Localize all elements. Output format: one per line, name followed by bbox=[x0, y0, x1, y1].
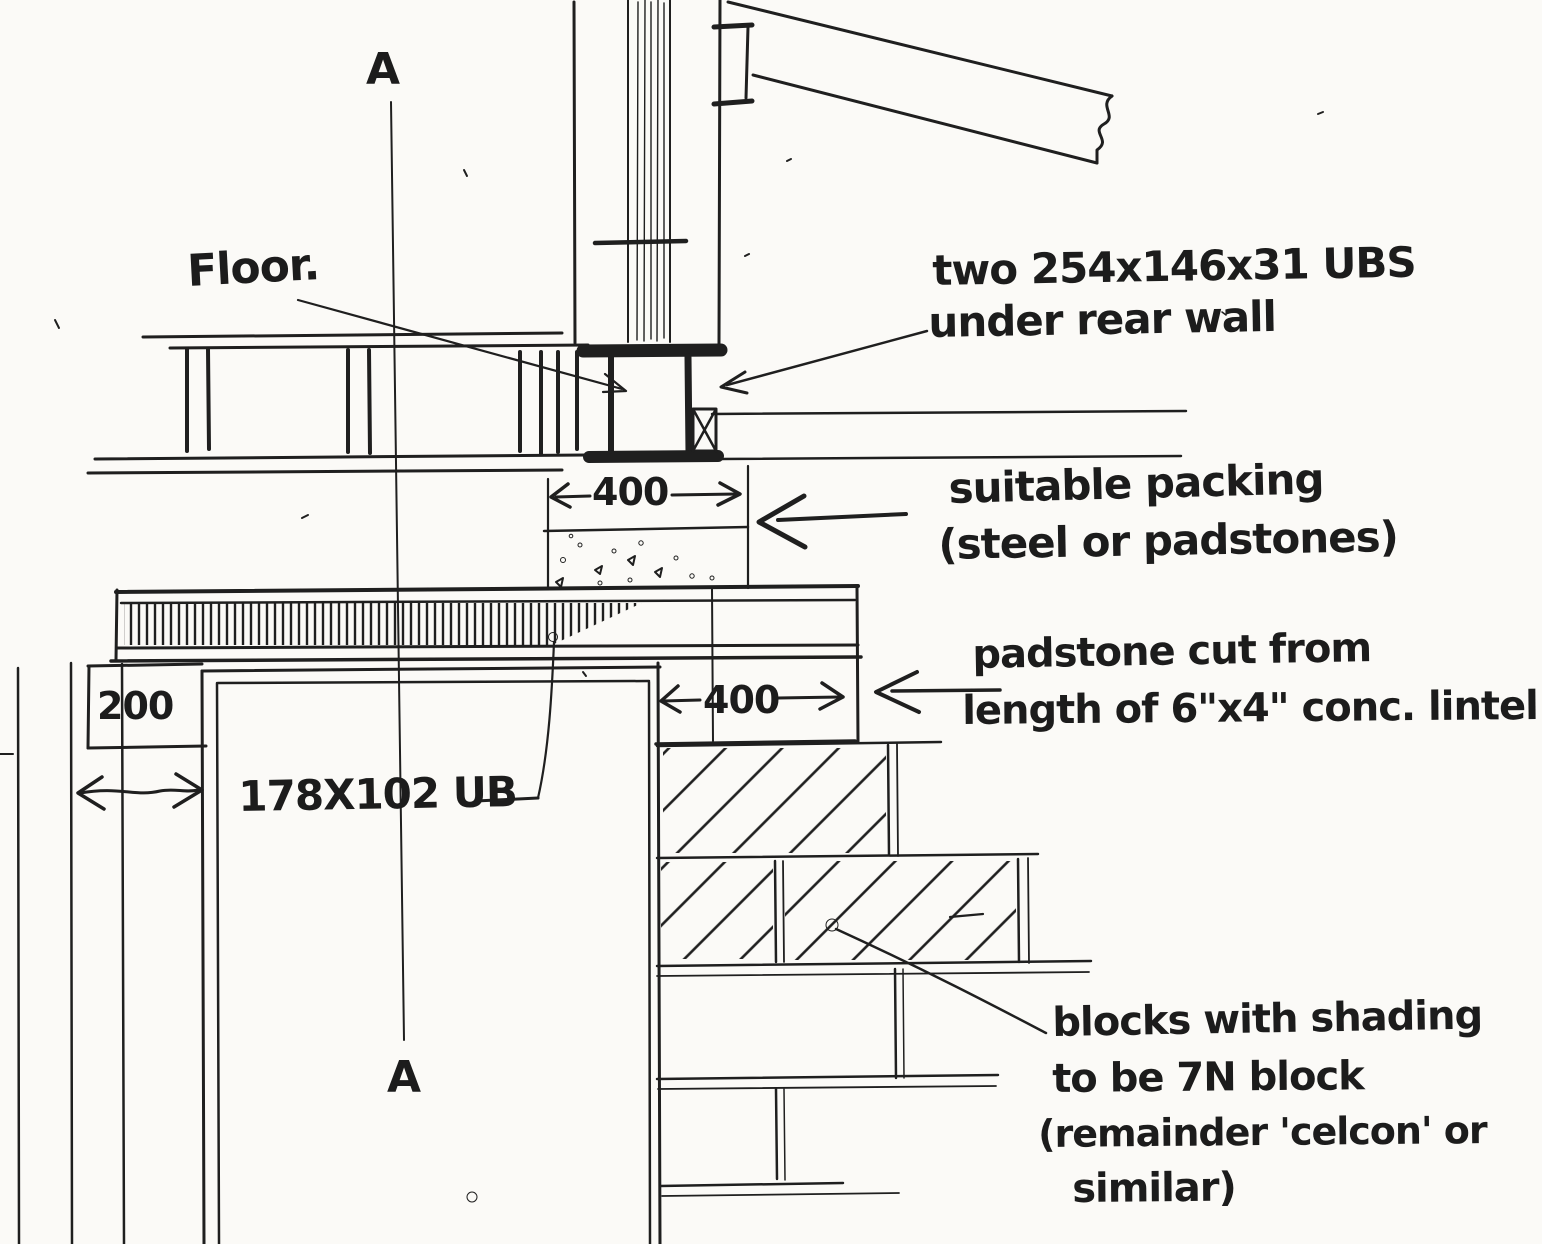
leader-ubs-note bbox=[719, 329, 929, 395]
arrowhead-icon bbox=[756, 493, 808, 550]
paper-specks bbox=[54, 111, 1324, 677]
section-marker-bottom: A bbox=[387, 1052, 421, 1103]
arrow-right-icon bbox=[818, 681, 845, 711]
dim-400-padstone-text: 400 bbox=[703, 678, 780, 722]
rear-wall-section bbox=[572, 0, 722, 346]
leader-beam-label bbox=[474, 640, 556, 803]
blocks-note-line3: (remainder 'celcon' or bbox=[1038, 1108, 1487, 1156]
dim-packing-400 bbox=[549, 481, 742, 509]
break-line bbox=[1095, 94, 1114, 165]
packing-note-line2: (steel or padstones) bbox=[938, 511, 1399, 569]
ink-blot bbox=[466, 1191, 478, 1203]
left-wall-lines bbox=[0, 661, 126, 1244]
arrow-left-icon bbox=[76, 775, 106, 811]
arrow-left-icon bbox=[659, 684, 682, 714]
arrow-left-icon bbox=[549, 482, 572, 509]
dim-200-text: 200 bbox=[97, 684, 174, 728]
leader-padstone-note bbox=[874, 670, 1002, 714]
hatch-fade bbox=[552, 603, 642, 645]
padstone-note-line1: padstone cut from bbox=[972, 625, 1372, 678]
leader-floor bbox=[296, 298, 628, 394]
padstone-band bbox=[109, 584, 863, 744]
dim-200 bbox=[76, 662, 208, 811]
dim-400-packing-text: 400 bbox=[592, 470, 669, 514]
padstone-note-line2: length of 6"x4" conc. lintel bbox=[962, 682, 1539, 734]
arrow-right-icon bbox=[716, 481, 742, 507]
section-line bbox=[390, 101, 405, 1041]
ub-beams-section bbox=[576, 343, 728, 463]
arrowhead-icon bbox=[874, 670, 921, 714]
leader-dot bbox=[825, 918, 839, 932]
packing-note-line1: suitable packing bbox=[948, 454, 1325, 513]
ubs-note-line1: two 254x146x31 UBS bbox=[932, 237, 1417, 295]
blocks-note-line4: similar) bbox=[1072, 1164, 1237, 1212]
blockwork bbox=[655, 740, 1093, 1197]
hatched-flange bbox=[124, 603, 552, 645]
beam-label: 178X102 UB bbox=[238, 767, 518, 821]
floor-label: Floor. bbox=[186, 239, 321, 297]
squiggle-dim-line bbox=[78, 788, 200, 795]
leader-packing-note bbox=[756, 493, 908, 550]
blocks-note-line2: to be 7N block bbox=[1052, 1053, 1364, 1102]
arrowhead-icon bbox=[601, 372, 628, 394]
floor-structure bbox=[86, 331, 1188, 475]
ubs-note-line2: under rear wall bbox=[928, 291, 1277, 347]
hatched-block bbox=[785, 861, 1016, 960]
wall-tie-mark bbox=[592, 238, 689, 246]
leader-dot bbox=[548, 632, 558, 642]
leader-blocks-note bbox=[834, 927, 1048, 1035]
packing-detail bbox=[542, 464, 750, 591]
blocks-note-line1: blocks with shading bbox=[1052, 992, 1483, 1046]
section-marker-top: A bbox=[366, 44, 400, 95]
rafter-and-cleat bbox=[711, 0, 1114, 165]
hatched-block bbox=[663, 748, 886, 853]
dim-padstone-400 bbox=[654, 681, 857, 746]
hatched-block bbox=[661, 862, 773, 959]
arrowhead-icon bbox=[719, 370, 749, 395]
pier bbox=[200, 661, 662, 1244]
